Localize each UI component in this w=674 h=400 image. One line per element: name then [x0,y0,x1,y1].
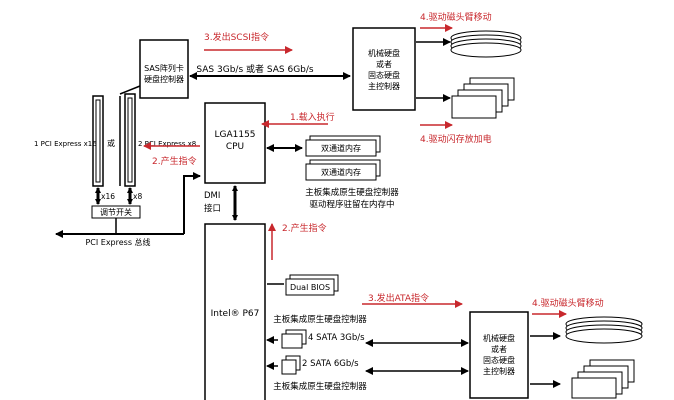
sata3-connector [281,329,307,349]
cpu-label-1: LGA1155 [214,130,255,140]
disk-top-text-4: 主控制器 [368,81,400,91]
dual-bios-label: Dual BIOS [290,283,330,292]
disk-top-text-3: 固态硬盘 [368,70,400,80]
cpu-label-2: CPU [226,142,244,152]
pcie-x8-slot-label: 2 PCI Express x8 [138,140,196,148]
sata6-label: 2 SATA 6Gb/s [302,359,359,369]
pcie-x16-slot [92,95,104,187]
step3-scsi-label: 3.发出SCSI指令 [204,31,269,43]
pch-label: Intel® P67 [211,309,260,319]
dmi-label-2: 接口 [204,203,221,214]
flash-chips-icon [451,77,515,119]
step2-left-label: 2.产生指令 [152,155,197,167]
flash-chips-bottom-icon [571,359,635,399]
x16-label: x16 [101,192,115,201]
disk-bottom-text-4: 主控制器 [483,366,515,376]
sas-raid-card-label: SAS阵列卡 [144,63,184,73]
pcie-bus-label: PCI Express 总线 [85,237,150,247]
dmi-label-1: DMI [204,191,220,201]
step4-head-top-label: 4.驱动磁头臂移动 [420,11,492,23]
regulator-switch-label: 调节开关 [100,207,132,217]
pcie-x8-slot [119,93,136,187]
x8-label: x8 [133,192,142,201]
disk-controller-bottom [469,311,529,399]
dual-bios-chip [285,274,339,296]
driver-note-2: 驱动程序驻留在内存中 [309,199,394,210]
or-label: 或 [107,138,115,148]
memory-2-label: 双通道内存 [321,167,361,177]
memory-module-2 [305,159,381,181]
step3-ata-label: 3.发出ATA指令 [368,292,429,304]
pch-box [204,223,266,400]
memory-1-label: 双通道内存 [321,143,361,153]
disk-top-text-1: 机械硬盘 [368,48,400,58]
step4-flash-label: 4.驱动闪存放加电 [420,133,492,145]
disk-bottom-text-1: 机械硬盘 [483,333,515,343]
disk-controller-top [352,27,416,111]
sata6-connector [281,355,301,375]
step1-load-label: 1.载入执行 [290,111,335,123]
disk-top-text-2: 或者 [376,59,392,69]
disk-bottom-text-3: 固态硬盘 [483,355,515,365]
cpu-box [204,102,266,184]
step2-right-label: 2.产生指令 [282,222,327,234]
driver-note-1: 主板集成原生硬盘控制器 [305,187,399,198]
disk-bottom-text-2: 或者 [491,344,507,354]
pcie-x16-slot-label: 1 PCI Express x16 [34,140,97,148]
sas-raid-card [139,39,189,99]
hard-disk-platters-bottom-icon [565,316,643,344]
step4-head-bottom-label: 4.驱动磁头臂移动 [532,297,604,309]
memory-module-1 [305,135,381,157]
sata3-label: 4 SATA 3Gb/s [308,333,365,343]
onboard-ctrl-label-1: 主板集成原生硬盘控制器 [273,314,367,325]
sas-raid-card-label-2: 硬盘控制器 [144,74,184,84]
onboard-ctrl-label-2: 主板集成原生硬盘控制器 [273,381,367,392]
sas-speed-label: SAS 3Gb/s 或者 SAS 6Gb/s [196,63,314,75]
hard-disk-platters-icon [450,30,522,58]
